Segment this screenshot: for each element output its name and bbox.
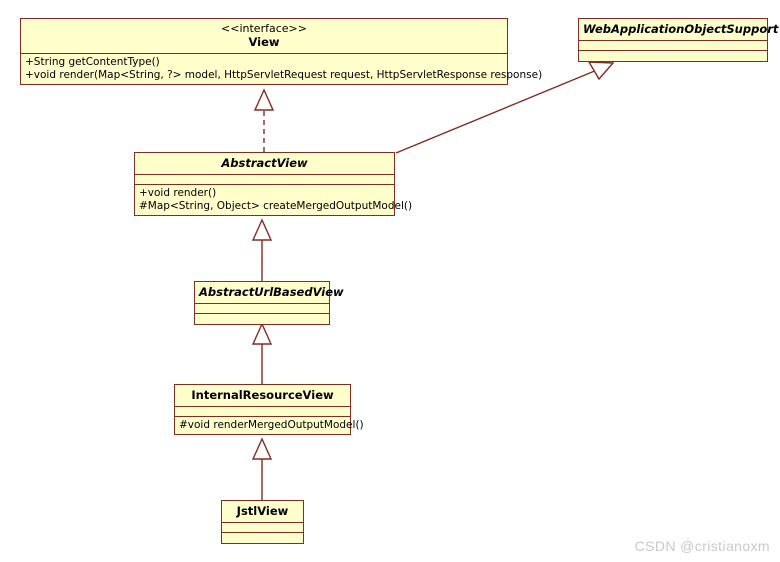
class-name-compartment: InternalResourceView (175, 385, 350, 407)
relation-abstracturlbasedview-extends-abstractview (251, 218, 273, 281)
class-name-compartment: WebApplicationObjectSupport (579, 19, 779, 41)
method-row: +String getContentType() (25, 56, 160, 68)
class-name-label: AbstractView (221, 156, 308, 170)
class-name-label: AbstractUrlBasedView (199, 285, 344, 299)
class-name-compartment: AbstractView (135, 153, 394, 175)
class-name-compartment: <<interface>> View (21, 19, 507, 54)
methods-compartment (195, 314, 329, 324)
class-box-webapplicationobjectsupport[interactable]: WebApplicationObjectSupport (578, 18, 779, 62)
method-row: +void render() (139, 187, 217, 199)
class-box-internalresourceview[interactable]: InternalResourceView #void renderMergedO… (174, 384, 364, 435)
class-box-view[interactable]: <<interface>> View +String getContentTyp… (20, 18, 543, 85)
attributes-compartment (579, 41, 767, 51)
method-row: #void renderMergedOutputModel() (179, 419, 364, 431)
relation-jstlview-extends-internalresourceview (251, 437, 273, 500)
hollow-triangle-arrowhead (587, 61, 615, 81)
method-row: #Map<String, Object> createMergedOutputM… (139, 200, 413, 212)
stereotype-label: <<interface>> (221, 22, 307, 35)
attributes-compartment (195, 304, 329, 314)
class-box-jstlview[interactable]: JstlView (221, 500, 304, 544)
class-name-label: View (248, 35, 280, 49)
class-name-label: WebApplicationObjectSupport (583, 22, 779, 36)
class-name-compartment: AbstractUrlBasedView (195, 282, 344, 304)
methods-compartment (222, 533, 303, 543)
hollow-triangle-arrowhead (251, 218, 273, 241)
class-name-label: JstlView (236, 504, 289, 518)
methods-compartment: +void render() #Map<String, Object> crea… (135, 185, 413, 215)
class-name-compartment: JstlView (222, 501, 303, 523)
attributes-compartment (135, 175, 394, 185)
methods-compartment: #void renderMergedOutputModel() (175, 417, 364, 434)
class-box-abstracturlbasedview[interactable]: AbstractUrlBasedView (194, 281, 344, 325)
attributes-compartment (175, 407, 350, 417)
class-box-abstractview[interactable]: AbstractView +void render() #Map<String,… (134, 152, 413, 216)
hollow-triangle-arrowhead (251, 437, 273, 460)
methods-compartment: +String getContentType() +void render(Ma… (21, 54, 543, 84)
watermark-label: CSDN @cristianoxm (634, 538, 770, 554)
hollow-triangle-arrowhead (253, 88, 275, 111)
methods-compartment (579, 51, 767, 61)
relation-abstractview-realizes-view (253, 88, 275, 152)
hollow-triangle-arrowhead (251, 322, 273, 345)
attributes-compartment (222, 523, 303, 533)
relation-internalresourceview-extends-abstracturlbasedview (251, 322, 273, 384)
method-row: +void render(Map<String, ?> model, HttpS… (25, 69, 543, 81)
class-name-label: InternalResourceView (191, 388, 334, 402)
